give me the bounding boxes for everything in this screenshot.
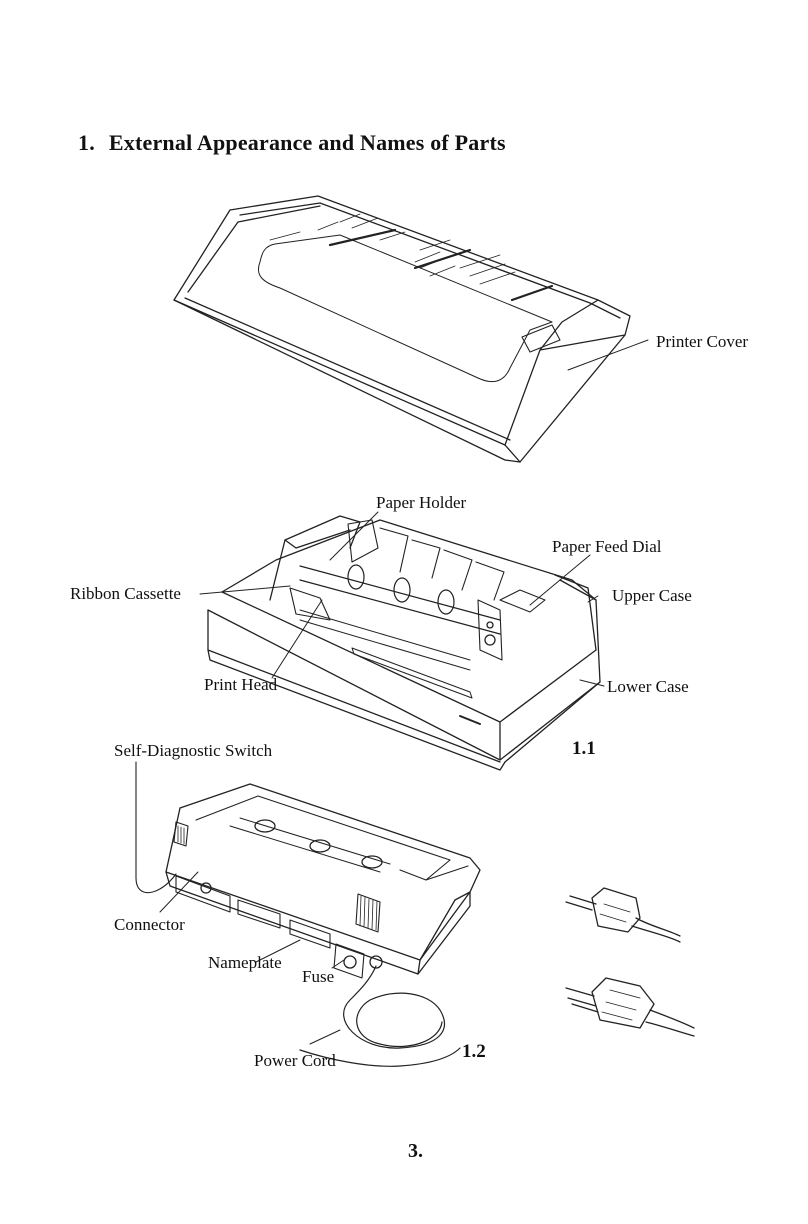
label-print-head: Print Head xyxy=(204,676,277,693)
printer-body-drawing xyxy=(200,512,604,770)
printer-rear-drawing xyxy=(136,762,480,1066)
label-fuse: Fuse xyxy=(302,968,334,985)
grounded-plug-drawing xyxy=(566,978,694,1036)
page-number: 3. xyxy=(408,1140,423,1163)
label-nameplate: Nameplate xyxy=(208,954,282,971)
figure-number-1-1: 1.1 xyxy=(572,739,596,758)
label-self-diagnostic-switch: Self-Diagnostic Switch xyxy=(114,742,272,759)
label-paper-holder: Paper Holder xyxy=(376,494,466,511)
euro-plug-drawing xyxy=(566,888,680,942)
label-lower-case: Lower Case xyxy=(607,678,689,695)
label-power-cord: Power Cord xyxy=(254,1052,336,1069)
label-printer-cover: Printer Cover xyxy=(656,333,748,350)
label-connector: Connector xyxy=(114,916,185,933)
label-ribbon-cassette: Ribbon Cassette xyxy=(70,585,181,602)
label-paper-feed-dial: Paper Feed Dial xyxy=(552,538,662,555)
printer-cover-drawing xyxy=(174,196,648,462)
figure-number-1-2: 1.2 xyxy=(462,1042,486,1061)
label-upper-case: Upper Case xyxy=(612,587,692,604)
